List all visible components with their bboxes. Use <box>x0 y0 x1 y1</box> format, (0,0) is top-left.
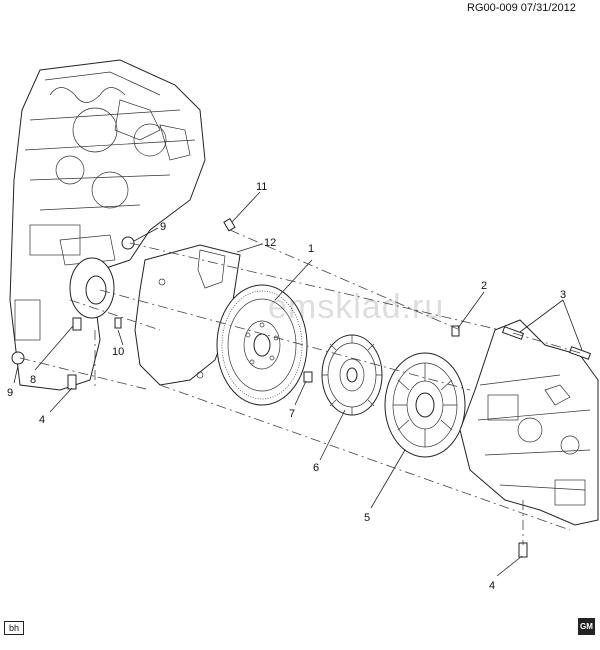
leader-lines <box>13 191 583 577</box>
callout-11: 11 <box>256 181 267 193</box>
illustrator-tag: bh <box>4 621 24 635</box>
transmission <box>459 319 599 526</box>
bolt-2 <box>451 325 460 337</box>
callout-7: 7 <box>289 408 295 420</box>
callout-6: 6 <box>313 462 319 474</box>
callout-1: 1 <box>308 243 314 255</box>
callout-8: 8 <box>30 374 36 386</box>
spacer-plate <box>134 244 241 386</box>
bolt-4-bottom <box>518 542 528 558</box>
clutch-disc <box>321 334 383 416</box>
callout-4-bottom: 4 <box>489 580 495 592</box>
bolt-7 <box>303 371 313 383</box>
watermark: emsklad.ru <box>268 288 445 326</box>
gm-logo: GM <box>578 618 595 635</box>
engine-block <box>9 59 206 391</box>
dowel-10 <box>114 317 122 329</box>
pressure-plate <box>384 352 466 458</box>
alignment-lines <box>19 229 581 545</box>
bolt-9 <box>121 236 135 250</box>
callout-9-left: 9 <box>7 387 13 399</box>
callout-4-left: 4 <box>39 414 45 426</box>
bolt-11 <box>223 217 236 232</box>
callout-2: 2 <box>481 280 487 292</box>
callout-12: 12 <box>264 237 276 249</box>
diagram-reference-code: RG00-009 07/31/2012 <box>467 2 576 14</box>
callout-9-top: 9 <box>160 221 166 233</box>
callout-10: 10 <box>112 346 124 358</box>
callout-3: 3 <box>560 289 566 301</box>
callout-5: 5 <box>364 512 370 524</box>
